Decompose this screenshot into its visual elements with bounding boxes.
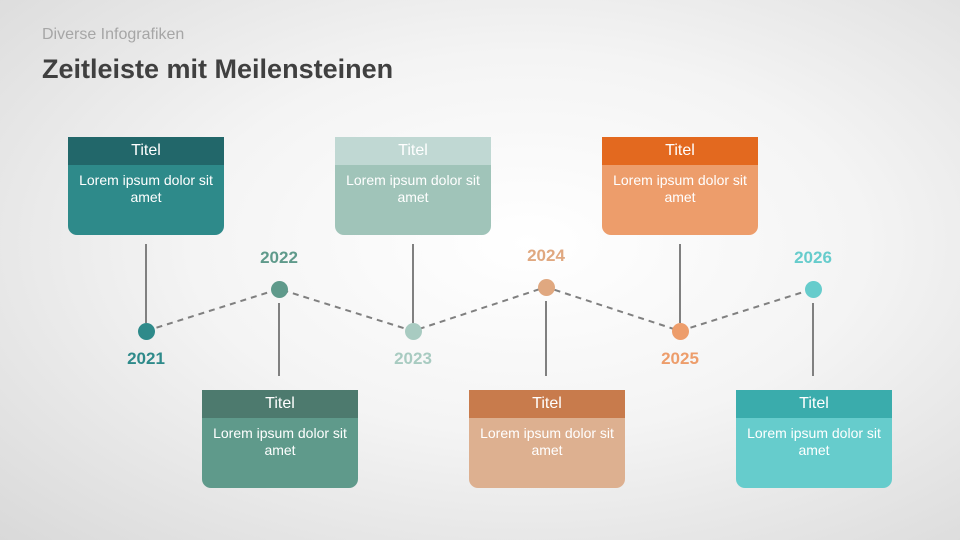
milestone-text: Lorem ipsum dolor sit amet [213, 425, 347, 458]
milestone-year: 2022 [260, 248, 298, 267]
milestone-year: 2026 [794, 248, 832, 267]
milestone-card: Titel Lorem ipsum dolor sit amet [736, 390, 892, 488]
milestone-year: 2025 [661, 349, 699, 368]
slide-subtitle: Diverse Infografiken [42, 26, 185, 43]
milestone-text: Lorem ipsum dolor sit amet [613, 172, 747, 205]
connector-line [812, 303, 814, 376]
milestone-title: Titel [602, 137, 758, 165]
milestone-title: Titel [202, 390, 358, 418]
milestone-text: Lorem ipsum dolor sit amet [346, 172, 480, 205]
milestone-text: Lorem ipsum dolor sit amet [747, 425, 881, 458]
milestone-year: 2021 [127, 349, 165, 368]
milestone-card: Titel Lorem ipsum dolor sit amet [602, 137, 758, 235]
connector-line [278, 303, 280, 376]
milestone-card: Titel Lorem ipsum dolor sit amet [335, 137, 491, 235]
milestone-card: Titel Lorem ipsum dolor sit amet [68, 137, 224, 235]
milestone-card: Titel Lorem ipsum dolor sit amet [469, 390, 625, 488]
connector-line [412, 244, 414, 323]
slide-title: Zeitleiste mit Meilensteinen [42, 54, 394, 84]
milestone-year: 2023 [394, 349, 432, 368]
milestone-title: Titel [736, 390, 892, 418]
connector-line [145, 244, 147, 323]
milestone-title: Titel [335, 137, 491, 165]
milestone-year: 2024 [527, 246, 565, 265]
milestone-text: Lorem ipsum dolor sit amet [480, 425, 614, 458]
connector-line [545, 301, 547, 376]
milestone-title: Titel [469, 390, 625, 418]
connector-line [679, 244, 681, 323]
milestone-dot [672, 323, 689, 340]
milestone-dot [271, 281, 288, 298]
milestone-dot [405, 323, 422, 340]
milestone-dot [805, 281, 822, 298]
milestone-text: Lorem ipsum dolor sit amet [79, 172, 213, 205]
milestone-dot [538, 279, 555, 296]
milestone-dot [138, 323, 155, 340]
milestone-card: Titel Lorem ipsum dolor sit amet [202, 390, 358, 488]
milestone-title: Titel [68, 137, 224, 165]
